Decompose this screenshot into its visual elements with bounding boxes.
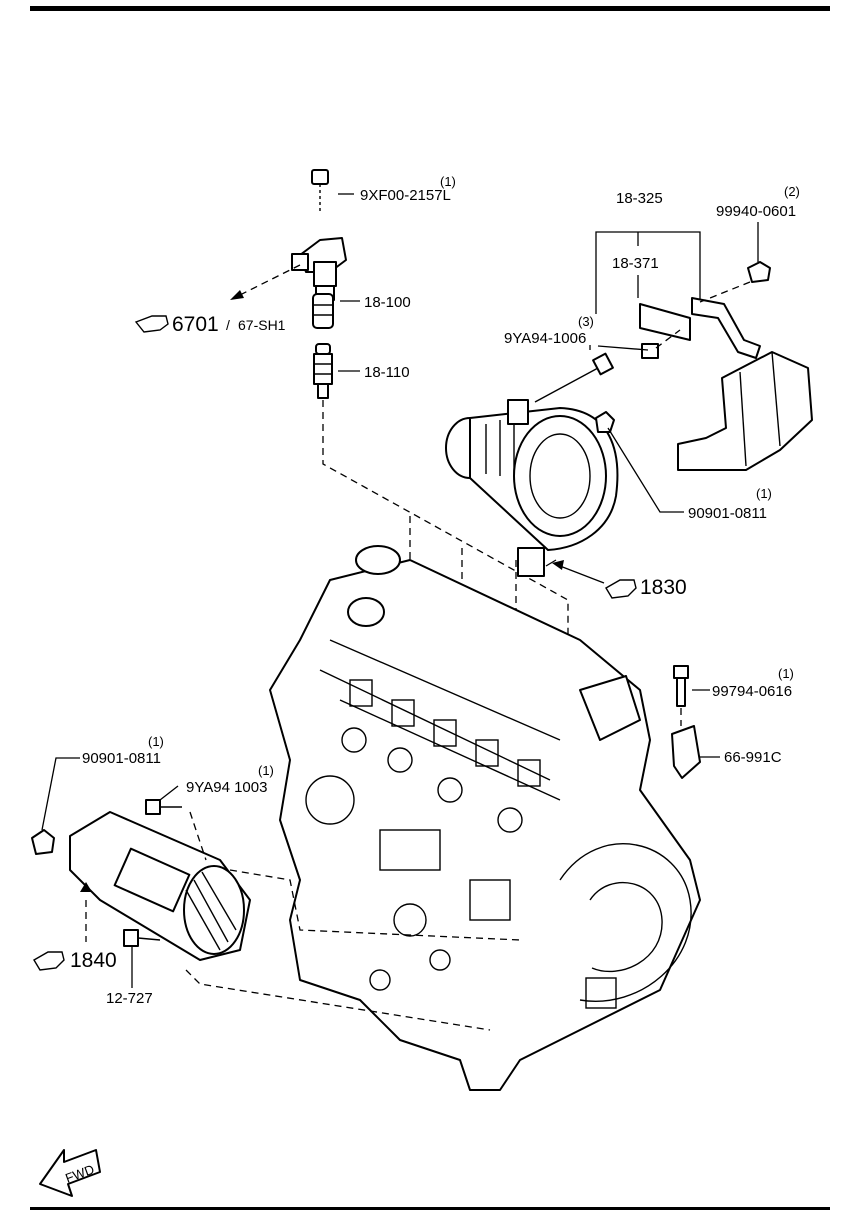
fwd-arrow-icon: FWD (39, 1149, 101, 1197)
alternator (445, 399, 619, 577)
ref-1840-main: 1840 (70, 949, 117, 972)
callout-99940-0601: 99940-0601 (716, 203, 796, 220)
heat-shield-cover (677, 351, 813, 471)
coil-boot (312, 293, 334, 329)
bottom-border (30, 1207, 830, 1210)
callout-18-371: 18-371 (612, 255, 659, 272)
ignition-coil-group (230, 169, 569, 720)
starter-upper-bolt (145, 799, 161, 815)
alternator-nut (595, 411, 615, 433)
oil-filler-cap (355, 545, 401, 575)
callout-12-727: 12-727 (106, 990, 153, 1007)
alternator-through-bolt (534, 352, 614, 403)
bracket-group (595, 222, 813, 471)
callout-9ya94-1006: 9YA94-1006 (504, 330, 586, 347)
bracket-bolt (641, 343, 659, 359)
engine-block (269, 545, 701, 1091)
callout-90901-0811-upper: 90901-0811 (688, 505, 767, 522)
starter-motor (69, 811, 251, 961)
starter-lower-bolt (123, 929, 139, 947)
pointing-hand-icon (605, 579, 637, 599)
cam-position-sensor (671, 725, 701, 779)
reference-6701[interactable]: 6701 / 67-SH1 (134, 313, 286, 336)
reference-1830[interactable]: 1830 (605, 576, 687, 599)
alternator-group (409, 345, 684, 690)
qty-99794-0616: (1) (778, 666, 794, 681)
qty-99940-0601: (2) (784, 184, 800, 199)
callout-9xf00-2157l: 9XF00-2157L (360, 187, 451, 204)
ref-6701-separator: / (226, 317, 230, 333)
qty-9ya94-1006: (3) (578, 314, 594, 329)
sensor-bolt-head (673, 665, 689, 679)
qty-90901-0811-lower: (1) (148, 734, 164, 749)
spark-plug (313, 343, 333, 399)
callout-66-991c: 66-991C (724, 749, 782, 766)
starter-nut (31, 829, 55, 855)
qty-9xf00-2157l: (1) (440, 174, 456, 189)
callout-18-325: 18-325 (616, 190, 663, 207)
callout-18-100: 18-100 (364, 294, 411, 311)
callout-99794-0616: 99794-0616 (712, 683, 792, 700)
sensor-bolt-shank (676, 677, 686, 707)
ref-6701-main: 6701 (172, 313, 219, 336)
bracket-plate (639, 303, 691, 341)
reference-1840[interactable]: 1840 (33, 949, 117, 972)
callout-labels: (1) 9XF00-2157L 18-100 18-110 18-325 18-… (82, 174, 800, 1007)
ref-1830-main: 1830 (640, 576, 687, 599)
intake-ports (349, 679, 541, 787)
callout-9ya94-1003: 9YA94 1003 (186, 779, 267, 796)
ref-6701-sub: 67-SH1 (238, 317, 286, 333)
bracket-nut (747, 261, 771, 283)
callout-90901-0811-lower: 90901-0811 (82, 750, 161, 767)
coil-bolt (311, 169, 329, 212)
ignition-coil (291, 237, 347, 301)
cam-sensor-group (671, 665, 720, 779)
qty-9ya94-1003: (1) (258, 763, 274, 778)
callout-18-110: 18-110 (364, 364, 410, 381)
top-border (30, 6, 830, 11)
bracket-strap (691, 297, 761, 359)
pointing-hand-icon (134, 315, 169, 333)
qty-90901-0811-upper: (1) (756, 486, 772, 501)
starter-group (31, 757, 521, 1031)
cam-sensor-housing (579, 675, 641, 741)
pointing-hand-icon (33, 951, 65, 971)
